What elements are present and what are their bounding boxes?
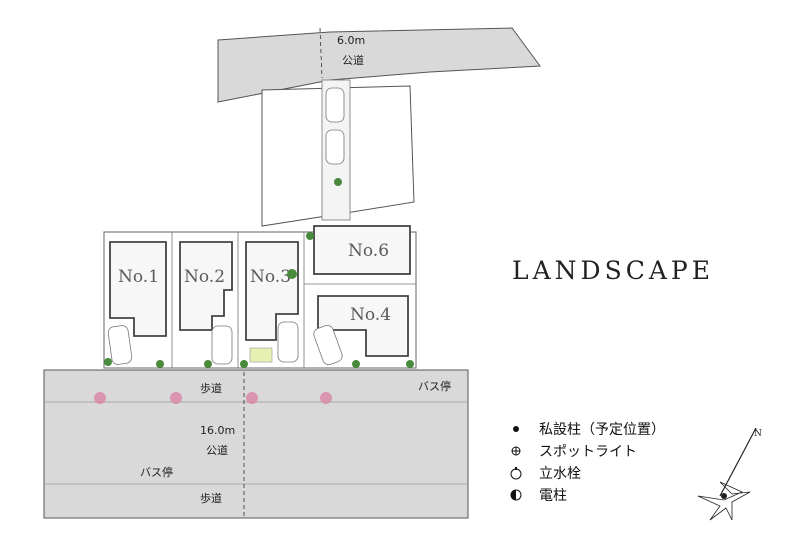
legend-label: 電柱 <box>539 488 567 504</box>
flower-tree-icon <box>320 392 332 404</box>
south-road-width: 16.0m <box>200 424 235 437</box>
lot-label-2: No.2 <box>184 267 225 287</box>
lot-label-6: No.6 <box>348 241 389 261</box>
legend-label: 私設柱（予定位置） <box>539 422 665 438</box>
flower-tree-icon <box>94 392 106 404</box>
sidewalk-bottom-label: 歩道 <box>200 491 222 505</box>
page-title: LANDSCAPE <box>512 256 714 285</box>
legend-row: スポットライト <box>505 440 665 462</box>
bus-stop-right-label: バス停 <box>418 379 451 393</box>
legend-row: 私設柱（予定位置） <box>505 418 665 440</box>
tree-icon <box>406 360 414 368</box>
car-1 <box>325 87 345 123</box>
tree-icon <box>334 178 342 186</box>
compass-icon: N <box>697 427 762 521</box>
legend-label: スポットライト <box>539 444 637 460</box>
lot-label-3: No.3 <box>250 267 291 287</box>
tree-icon <box>240 360 248 368</box>
south-road-type: 公道 <box>206 443 228 457</box>
legend-row: 立水栓 <box>505 462 665 484</box>
tree-icon <box>287 269 297 279</box>
house-6 <box>313 225 411 275</box>
legend-row: 電柱 <box>505 484 665 506</box>
spotlight-icon <box>505 445 527 457</box>
car-6 <box>313 325 343 365</box>
flower-tree-icon <box>246 392 258 404</box>
north-road-width: 6.0m <box>337 34 365 47</box>
flower-tree-icon <box>170 392 182 404</box>
north-road <box>217 27 541 103</box>
house-2 <box>179 241 233 331</box>
bus-stop-left-label: バス停 <box>140 465 173 479</box>
car-2 <box>325 129 345 165</box>
utility-pole-icon <box>505 488 527 502</box>
tree-icon <box>104 358 112 366</box>
south-road <box>43 369 469 519</box>
hydrant-icon <box>505 466 527 480</box>
tree-icon <box>156 360 164 368</box>
private-pole-icon <box>505 424 527 434</box>
tree-icon <box>306 232 314 240</box>
house-3 <box>245 241 299 341</box>
car-4 <box>211 325 233 365</box>
sidewalk-top-label: 歩道 <box>200 381 222 395</box>
north-road-type: 公道 <box>342 53 364 67</box>
lot-label-4: No.4 <box>350 305 391 325</box>
lawn <box>249 347 273 363</box>
legend: 私設柱（予定位置） スポットライト 立水栓 電柱 <box>505 418 665 506</box>
north-road-width-line <box>319 27 323 79</box>
house-1 <box>109 241 167 337</box>
car-3 <box>107 325 133 365</box>
legend-label: 立水栓 <box>539 466 581 482</box>
tree-icon <box>352 360 360 368</box>
tree-icon <box>204 360 212 368</box>
compass-letter: N <box>754 429 762 439</box>
lot-label-1: No.1 <box>118 267 159 287</box>
car-5 <box>277 321 299 363</box>
